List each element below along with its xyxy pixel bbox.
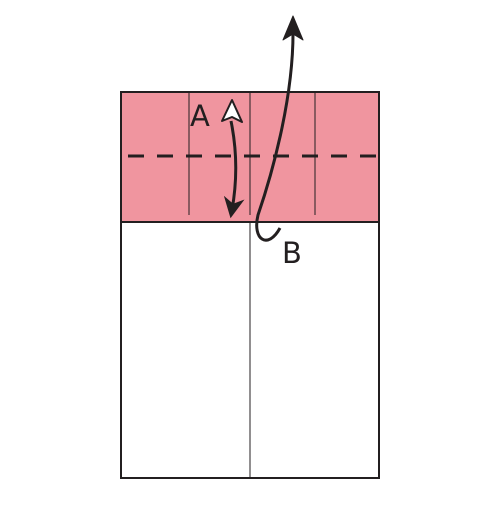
arrowhead-up-icon	[282, 15, 304, 41]
fold-arrow-a	[223, 120, 245, 219]
hollow-arrowhead-icon	[221, 99, 243, 123]
label-a: A	[190, 99, 210, 133]
label-b: B	[282, 236, 302, 270]
fold-arrow-b	[255, 27, 295, 242]
